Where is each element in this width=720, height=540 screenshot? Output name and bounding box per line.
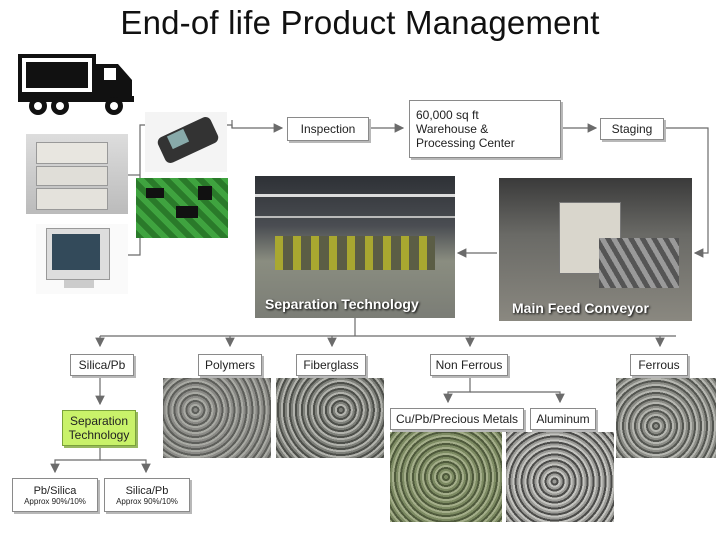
ferrous-node: Ferrous [630,354,688,376]
fiberglass-node: Fiberglass [296,354,366,376]
separation-technology-node: Separation Technology [62,410,136,446]
silica-pb-output-node: Silica/Pb Approx 90%/10% [104,478,190,512]
main-feed-conveyor-photo: Main Feed Conveyor [499,178,692,321]
warehouse-node: 60,000 sq ft Warehouse & Processing Cent… [409,100,561,158]
cell-phone-photo [145,112,227,172]
aluminum-pile-photo [506,432,614,522]
ferrous-pile-photo [616,378,716,458]
silica-pb-node: Silica/Pb [70,354,134,376]
main-feed-caption: Main Feed Conveyor [512,300,649,316]
computer-equipment-photo [26,134,128,214]
inspection-node: Inspection [287,117,369,141]
non-ferrous-node: Non Ferrous [430,354,508,376]
pb-silica-output-node: Pb/Silica Approx 90%/10% [12,478,98,512]
polymers-pile-photo [163,378,271,458]
circuit-board-photo [136,178,228,238]
warehouse-line-2: Warehouse & [416,122,489,136]
staging-node: Staging [600,118,664,140]
separation-photo-caption: Separation Technology [265,296,419,312]
page-title: End-of life Product Management [120,4,600,41]
cu-pb-pile-photo [390,432,502,522]
arrow-staging-to-conveyor [665,127,709,258]
warehouse-line-1: 60,000 sq ft [416,108,479,122]
warehouse-line-3: Processing Center [416,136,515,150]
cu-pb-precious-metals-node: Cu/Pb/Precious Metals [390,408,524,430]
separation-technology-photo: Separation Technology [255,176,455,318]
crt-monitor-photo [36,224,128,294]
fiberglass-pile-photo [276,378,384,458]
truck-icon [18,54,134,115]
polymers-node: Polymers [198,354,262,376]
aluminum-node: Aluminum [530,408,596,430]
